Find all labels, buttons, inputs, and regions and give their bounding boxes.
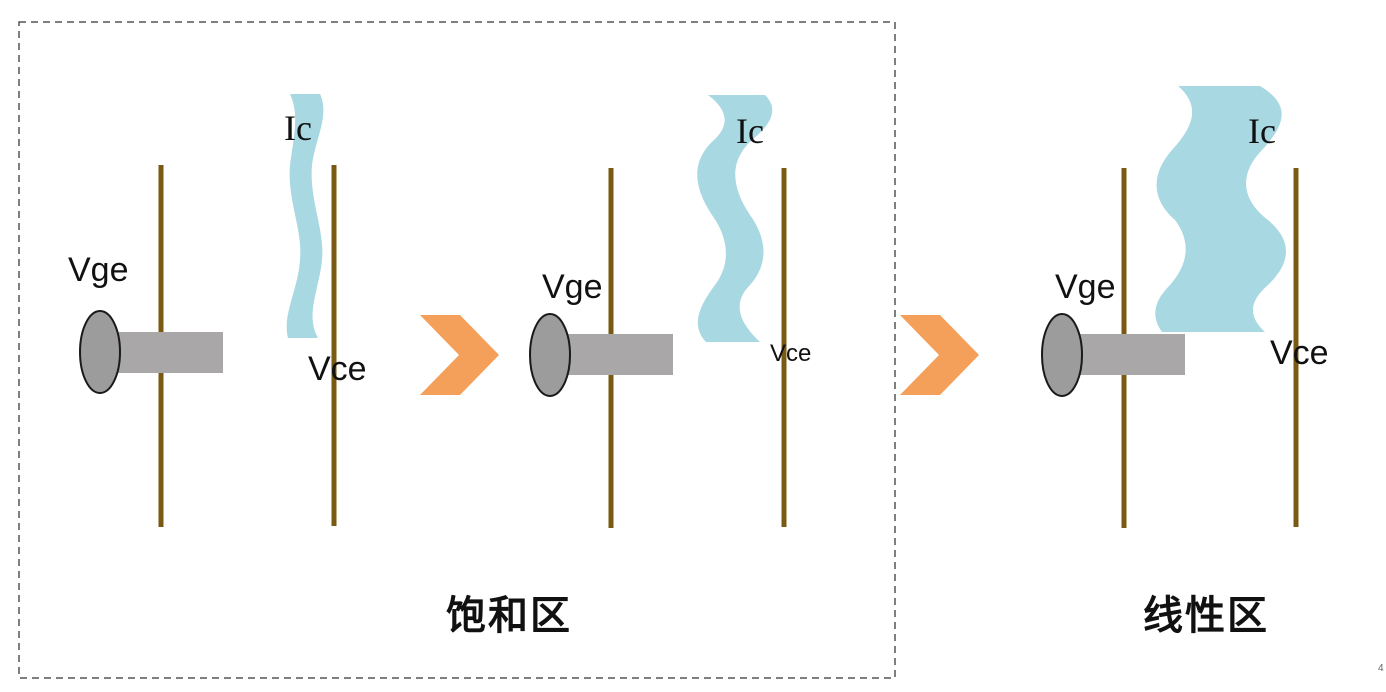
ic-label: Ic	[284, 108, 312, 148]
gate-knob	[79, 310, 121, 394]
gate-rod	[115, 332, 223, 373]
vge-label: Vge	[542, 268, 603, 306]
gate-knob	[529, 313, 571, 397]
vce-label: Vce	[770, 340, 812, 367]
saturation-region-frame	[18, 21, 896, 679]
corner-mark: 4	[1378, 663, 1384, 674]
linear-region-label: 线性区	[1143, 593, 1269, 639]
ic-label: Ic	[736, 111, 764, 151]
current-flow-shape	[697, 95, 773, 342]
vge-label: Vge	[1055, 268, 1116, 306]
current-flow-shape	[1155, 86, 1286, 332]
ic-label: Ic	[1248, 111, 1276, 151]
gate-rod	[565, 334, 673, 375]
current-flow-shape	[286, 94, 324, 338]
stage-1	[79, 94, 337, 527]
vge-label: Vge	[68, 251, 129, 289]
vce-label: Vce	[308, 350, 367, 388]
vce-label: Vce	[1270, 334, 1329, 372]
stage-3	[1041, 86, 1299, 528]
gate-rod	[1077, 334, 1185, 375]
saturation-region-label: 饱和区	[446, 593, 572, 639]
gate-knob	[1041, 313, 1083, 397]
transition-arrow-1	[420, 315, 499, 395]
transition-arrow-2	[900, 315, 979, 395]
stage-2	[529, 95, 787, 528]
